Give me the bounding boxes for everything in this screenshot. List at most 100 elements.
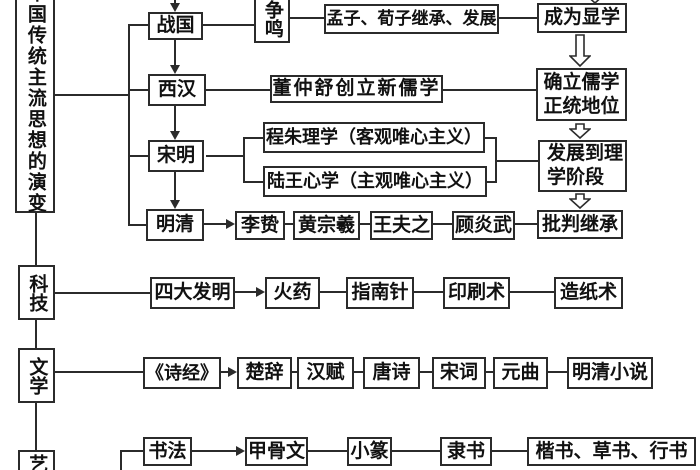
line-keji-sidafaming	[55, 292, 150, 294]
xianxue-box: 成为显学	[537, 3, 627, 33]
line-zhinanzhen-yinshuashu	[414, 291, 443, 293]
bracket-shufa-vertical	[120, 450, 122, 470]
line-jiaguwen-xiaozhuan	[308, 450, 347, 452]
sidafaming-box: 四大发明	[150, 277, 235, 309]
lit-box-chuci: 楚辞	[237, 357, 292, 389]
line-xiaozhuan-lishu	[392, 450, 440, 452]
line-wang-gu	[433, 223, 452, 225]
bracket-left-stub-bottom	[243, 181, 263, 183]
main-title-box: 中国传统主流思想的演变	[15, 0, 55, 214]
arrow-mingqing-lizhi-head	[226, 219, 235, 229]
hollow-arrow-top-cut	[590, 0, 600, 4]
lit-box-hanfu: 汉赋	[297, 357, 354, 389]
scholar-box-lizhi: 李贽	[235, 211, 285, 240]
arrow-zhanguo-xihan-line	[174, 40, 176, 67]
lit-box-tangshi: 唐诗	[363, 357, 420, 389]
tech-box-yinshuashu: 印刷术	[443, 277, 510, 309]
line-xihan-dongzhongshu	[206, 89, 270, 91]
line-huoyao-zhinanzhen	[320, 291, 346, 293]
orthodox-line2: 正统地位	[543, 95, 620, 117]
stub-mingqing	[128, 224, 146, 226]
bracket-shufa-horizontal	[120, 450, 143, 452]
bracket-right-stub-top	[485, 137, 497, 139]
stub-songming	[128, 155, 148, 157]
line-tangshi-songci	[420, 371, 432, 373]
art-box-kaishu-caoshu-xingshu: 楷书、草书、行书	[527, 437, 696, 466]
arrow-xihan-songming-line	[174, 106, 176, 133]
line-chuci-hanfu	[292, 371, 297, 373]
arrow-zhanguo-xihan-head	[170, 65, 180, 74]
line-lishu-kaishu	[492, 450, 527, 452]
arrow-songming-mingqing-line	[174, 172, 176, 202]
hollow-arrow-lixue-critique	[569, 193, 591, 209]
bracket-right-vertical	[495, 137, 497, 183]
line-songci-yuanqu	[486, 371, 493, 373]
line-wenxue-yi	[35, 403, 37, 450]
luwang-box: 陆王心学（主观唯心主义）	[263, 166, 487, 197]
arrow-sidafaming-huoyao-head	[256, 287, 265, 297]
line-huang-wang	[360, 223, 370, 225]
lit-box-songci: 宋词	[432, 357, 486, 389]
contention-box: 争鸣	[254, 0, 290, 43]
period-box-songming: 宋明	[148, 140, 204, 172]
bracket-right-stub-bottom	[487, 181, 497, 183]
lit-box-mingqingxiaoshuo: 明清小说	[567, 357, 653, 389]
line-gu-critique	[515, 223, 537, 225]
line-lizhi-huang	[285, 223, 293, 225]
art-box-xiaozhuan: 小篆	[347, 437, 392, 466]
lit-box-yuanqu: 元曲	[493, 357, 548, 389]
line-songming-bracket	[206, 155, 243, 157]
line-yuanqu-mingqingxiaoshuo	[548, 371, 567, 373]
art-box-jiaguwen: 甲骨文	[245, 437, 308, 466]
lixue-box: 发展到理 学阶段	[538, 140, 627, 192]
scholar-box-wangfuzhi: 王夫之	[370, 211, 433, 240]
mengzi-xunzi-box: 孟子、荀子继承、发展	[324, 4, 499, 34]
period-box-xihan: 西汉	[148, 74, 206, 106]
shijing-box: 《诗经》	[143, 357, 221, 389]
shufa-box: 书法	[143, 437, 192, 466]
line-mengzi-xianxue	[499, 17, 537, 19]
tech-box-zhinanzhen: 指南针	[346, 277, 414, 309]
arrow-top-into-zhanguo-head	[170, 3, 180, 12]
orthodox-line1: 确立儒学	[543, 71, 620, 93]
period-box-zhanguo: 战国	[148, 12, 203, 40]
period-box-mingqing: 明清	[146, 209, 204, 241]
hollow-arrow-orthodox-lixue	[569, 123, 591, 139]
stub-xihan	[128, 89, 148, 91]
line-keji-wenxue	[35, 320, 37, 348]
orthodox-box: 确立儒学 正统地位	[536, 68, 627, 121]
category-box-yi: 艺	[18, 450, 55, 470]
dongzhongshu-box: 董仲舒创立新儒学	[270, 75, 443, 103]
line-bracket-lixue	[497, 160, 538, 162]
art-box-lishu: 隶书	[440, 437, 492, 466]
critique-box: 批判继承	[537, 210, 623, 239]
line-title-keji	[35, 213, 37, 265]
arrow-top-into-zhanguo-line	[174, 0, 176, 5]
line-zhanguo-zhengming	[203, 24, 254, 26]
arrow-shijing-chuci-head	[228, 367, 237, 377]
bracket-left-stub-top	[243, 137, 263, 139]
line-dongzhongshu-orthodox	[443, 89, 536, 91]
arrow-xihan-songming-head	[170, 131, 180, 140]
hollow-arrow-xianxue-orthodox	[569, 34, 591, 67]
arrow-sidafaming-huoyao-line	[235, 291, 257, 293]
tech-box-huoyao: 火药	[265, 277, 320, 309]
scholar-box-guyanwu: 顾炎武	[452, 211, 515, 240]
chengzhu-box: 程朱理学（客观唯心主义）	[263, 122, 485, 153]
line-zhengming-mengzi	[290, 17, 324, 19]
lixue-line2: 学阶段	[547, 167, 605, 188]
category-box-keji: 科技	[18, 265, 55, 320]
arrow-shufa-jiaguwen-line	[192, 450, 237, 452]
line-yinshuashu-zaozhishu	[510, 291, 554, 293]
spine-vertical-line	[128, 25, 130, 226]
line-hanfu-tangshi	[354, 371, 363, 373]
line-wenxue-shijing	[55, 371, 143, 373]
bracket-left-vertical	[243, 137, 245, 183]
arrow-shijing-chuci-line	[221, 371, 229, 373]
arrow-songming-mingqing-head	[170, 200, 180, 209]
connector-title-spine	[55, 94, 128, 96]
scholar-box-huangzongxi: 黄宗羲	[293, 211, 360, 240]
arrow-mingqing-lizhi-line	[204, 223, 227, 225]
lixue-line1: 发展到理	[547, 143, 624, 165]
tech-box-zaozhishu: 造纸术	[554, 277, 623, 309]
